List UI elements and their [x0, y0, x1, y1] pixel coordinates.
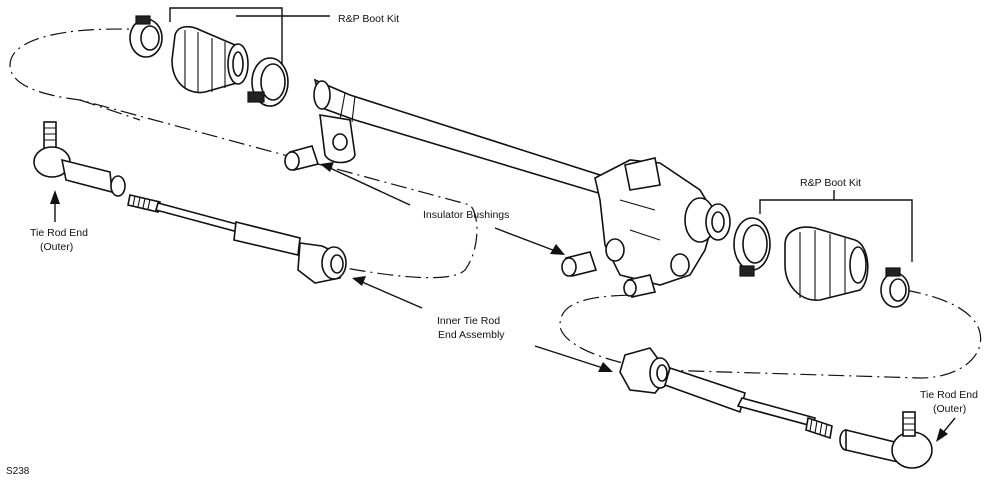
- top-rp-boot-kit: R&P Boot Kit: [129, 7, 399, 107]
- large-clamp-right: [733, 217, 771, 277]
- tie-rod-end-outer-left-line2: (Outer): [40, 241, 73, 253]
- insulator-bushing-right: [561, 251, 598, 277]
- right-tie-rod-end-outer: Tie Rod End (Outer): [839, 389, 978, 469]
- right-inner-tie-rod: [619, 347, 833, 440]
- small-clamp-right: [880, 267, 910, 308]
- left-inner-tie-rod: [110, 175, 347, 284]
- rack-boot-top: [171, 25, 249, 94]
- insulator-bushing-left: [284, 145, 320, 171]
- insulator-bushing-lower: [623, 274, 657, 298]
- rp-boot-kit-top-label: R&P Boot Kit: [338, 13, 399, 25]
- left-tie-rod-end-outer: Tie Rod End (Outer): [30, 121, 113, 253]
- tie-rod-end-outer-right-line2: (Outer): [933, 403, 966, 415]
- figure-id: S238: [6, 466, 30, 477]
- tie-rod-end-outer-right-line1: Tie Rod End: [920, 389, 978, 401]
- small-clamp-top: [129, 15, 163, 58]
- right-rp-boot-kit: R&P Boot Kit: [733, 177, 913, 308]
- large-clamp-top: [247, 57, 289, 107]
- assembly-dashed-lines: [9, 28, 982, 379]
- rack-housing: [313, 78, 731, 286]
- inner-tie-rod-label-line1: Inner Tie Rod: [437, 315, 500, 327]
- rack-boot-right: [784, 226, 869, 301]
- rp-boot-kit-right-label: R&P Boot Kit: [800, 177, 861, 189]
- inner-tie-rod-label-line2: End Assembly: [438, 329, 505, 341]
- insulator-bushings-label: Insulator Bushings: [423, 209, 509, 221]
- tie-rod-end-outer-left-line1: Tie Rod End: [30, 227, 88, 239]
